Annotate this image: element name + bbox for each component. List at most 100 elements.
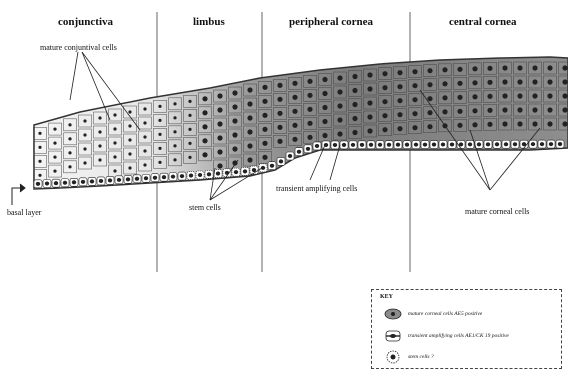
cell-nucleus bbox=[487, 66, 492, 71]
cell-nucleus bbox=[158, 133, 161, 136]
cell-nucleus bbox=[562, 79, 567, 84]
cell-nucleus bbox=[306, 147, 310, 151]
cell-nucleus bbox=[243, 169, 247, 173]
cell-nucleus bbox=[337, 117, 342, 122]
cell-nucleus bbox=[562, 93, 567, 98]
cell-nucleus bbox=[562, 65, 567, 70]
cell-nucleus bbox=[83, 119, 86, 122]
cell-nucleus bbox=[397, 126, 402, 131]
cell-nucleus bbox=[247, 143, 252, 148]
cell-nucleus bbox=[457, 95, 462, 100]
cell-nucleus bbox=[72, 180, 76, 184]
cell-nucleus bbox=[531, 142, 535, 146]
cell-nucleus bbox=[217, 107, 222, 112]
cell-nucleus bbox=[68, 123, 71, 126]
cell-nucleus bbox=[143, 135, 146, 138]
cell-nucleus bbox=[198, 173, 202, 177]
cell-nucleus bbox=[517, 79, 522, 84]
cell-nucleus bbox=[297, 150, 301, 154]
cell-nucleus bbox=[216, 172, 220, 176]
cell-nucleus bbox=[549, 142, 553, 146]
cell-nucleus bbox=[189, 174, 193, 178]
cell-nucleus bbox=[367, 72, 372, 77]
cell-nucleus bbox=[262, 127, 267, 132]
cell-nucleus bbox=[188, 128, 191, 131]
cell-nucleus bbox=[414, 143, 418, 147]
cell-nucleus bbox=[517, 107, 522, 112]
cell-nucleus bbox=[202, 110, 207, 115]
key-item-mature-corneal-cells: mature corneal cells AE5 positive bbox=[408, 311, 482, 317]
label-stem-cells: stem cells bbox=[189, 203, 221, 212]
cell-nucleus bbox=[423, 143, 427, 147]
cell-nucleus bbox=[38, 174, 41, 177]
cell-nucleus bbox=[247, 157, 252, 162]
cell-nucleus bbox=[98, 130, 101, 133]
cell-nucleus bbox=[217, 93, 222, 98]
cell-nucleus bbox=[143, 107, 146, 110]
cell-nucleus bbox=[547, 121, 552, 126]
cell-nucleus bbox=[382, 85, 387, 90]
cell-nucleus bbox=[412, 69, 417, 74]
cell-nucleus bbox=[262, 85, 267, 90]
cell-nucleus bbox=[158, 105, 161, 108]
cell-nucleus bbox=[143, 163, 146, 166]
cell-nucleus bbox=[98, 144, 101, 147]
cell-nucleus bbox=[158, 161, 161, 164]
cell-nucleus bbox=[202, 124, 207, 129]
cell-nucleus bbox=[99, 179, 103, 183]
cell-nucleus bbox=[202, 138, 207, 143]
cell-nucleus bbox=[472, 108, 477, 113]
cell-nucleus bbox=[36, 182, 40, 186]
cell-nucleus bbox=[562, 107, 567, 112]
cell-nucleus bbox=[217, 135, 222, 140]
cell-nucleus bbox=[279, 159, 283, 163]
cell-nucleus bbox=[307, 107, 312, 112]
cell-nucleus bbox=[397, 70, 402, 75]
cell-nucleus bbox=[322, 133, 327, 138]
cell-nucleus bbox=[412, 83, 417, 88]
key-legend: KEY mature corneal cells AE5 positive tr… bbox=[371, 289, 562, 369]
cell-nucleus bbox=[53, 169, 56, 172]
cell-nucleus bbox=[427, 110, 432, 115]
cell-nucleus bbox=[322, 105, 327, 110]
cell-nucleus bbox=[252, 168, 256, 172]
cell-nucleus bbox=[352, 74, 357, 79]
cell-nucleus bbox=[277, 111, 282, 116]
cell-nucleus bbox=[234, 170, 238, 174]
cell-nucleus bbox=[173, 158, 176, 161]
cell-nucleus bbox=[382, 71, 387, 76]
cell-nucleus bbox=[232, 90, 237, 95]
cell-nucleus bbox=[143, 149, 146, 152]
cell-nucleus bbox=[487, 80, 492, 85]
cell-nucleus bbox=[173, 144, 176, 147]
cell-nucleus bbox=[337, 103, 342, 108]
cell-nucleus bbox=[337, 89, 342, 94]
cell-nucleus bbox=[232, 118, 237, 123]
cell-nucleus bbox=[90, 179, 94, 183]
cell-nucleus bbox=[442, 81, 447, 86]
cell-nucleus bbox=[547, 65, 552, 70]
cell-nucleus bbox=[502, 65, 507, 70]
cell-nucleus bbox=[143, 121, 146, 124]
cell-nucleus bbox=[396, 143, 400, 147]
cell-nucleus bbox=[262, 155, 267, 160]
cell-nucleus bbox=[292, 137, 297, 142]
cell-nucleus bbox=[128, 166, 131, 169]
cell-nucleus bbox=[441, 143, 445, 147]
cell-nucleus bbox=[173, 116, 176, 119]
cell-nucleus bbox=[387, 143, 391, 147]
cell-nucleus bbox=[144, 176, 148, 180]
cell-nucleus bbox=[202, 96, 207, 101]
cell-nucleus bbox=[63, 181, 67, 185]
label-mature-conjunctival-cells: mature conjuntival cells bbox=[40, 43, 117, 52]
cell-nucleus bbox=[217, 121, 222, 126]
cell-nucleus bbox=[442, 95, 447, 100]
cell-nucleus bbox=[472, 122, 477, 127]
cell-nucleus bbox=[517, 93, 522, 98]
cell-nucleus bbox=[457, 81, 462, 86]
cell-nucleus bbox=[472, 66, 477, 71]
cell-nucleus bbox=[292, 95, 297, 100]
cell-nucleus bbox=[397, 98, 402, 103]
cell-nucleus bbox=[83, 133, 86, 136]
